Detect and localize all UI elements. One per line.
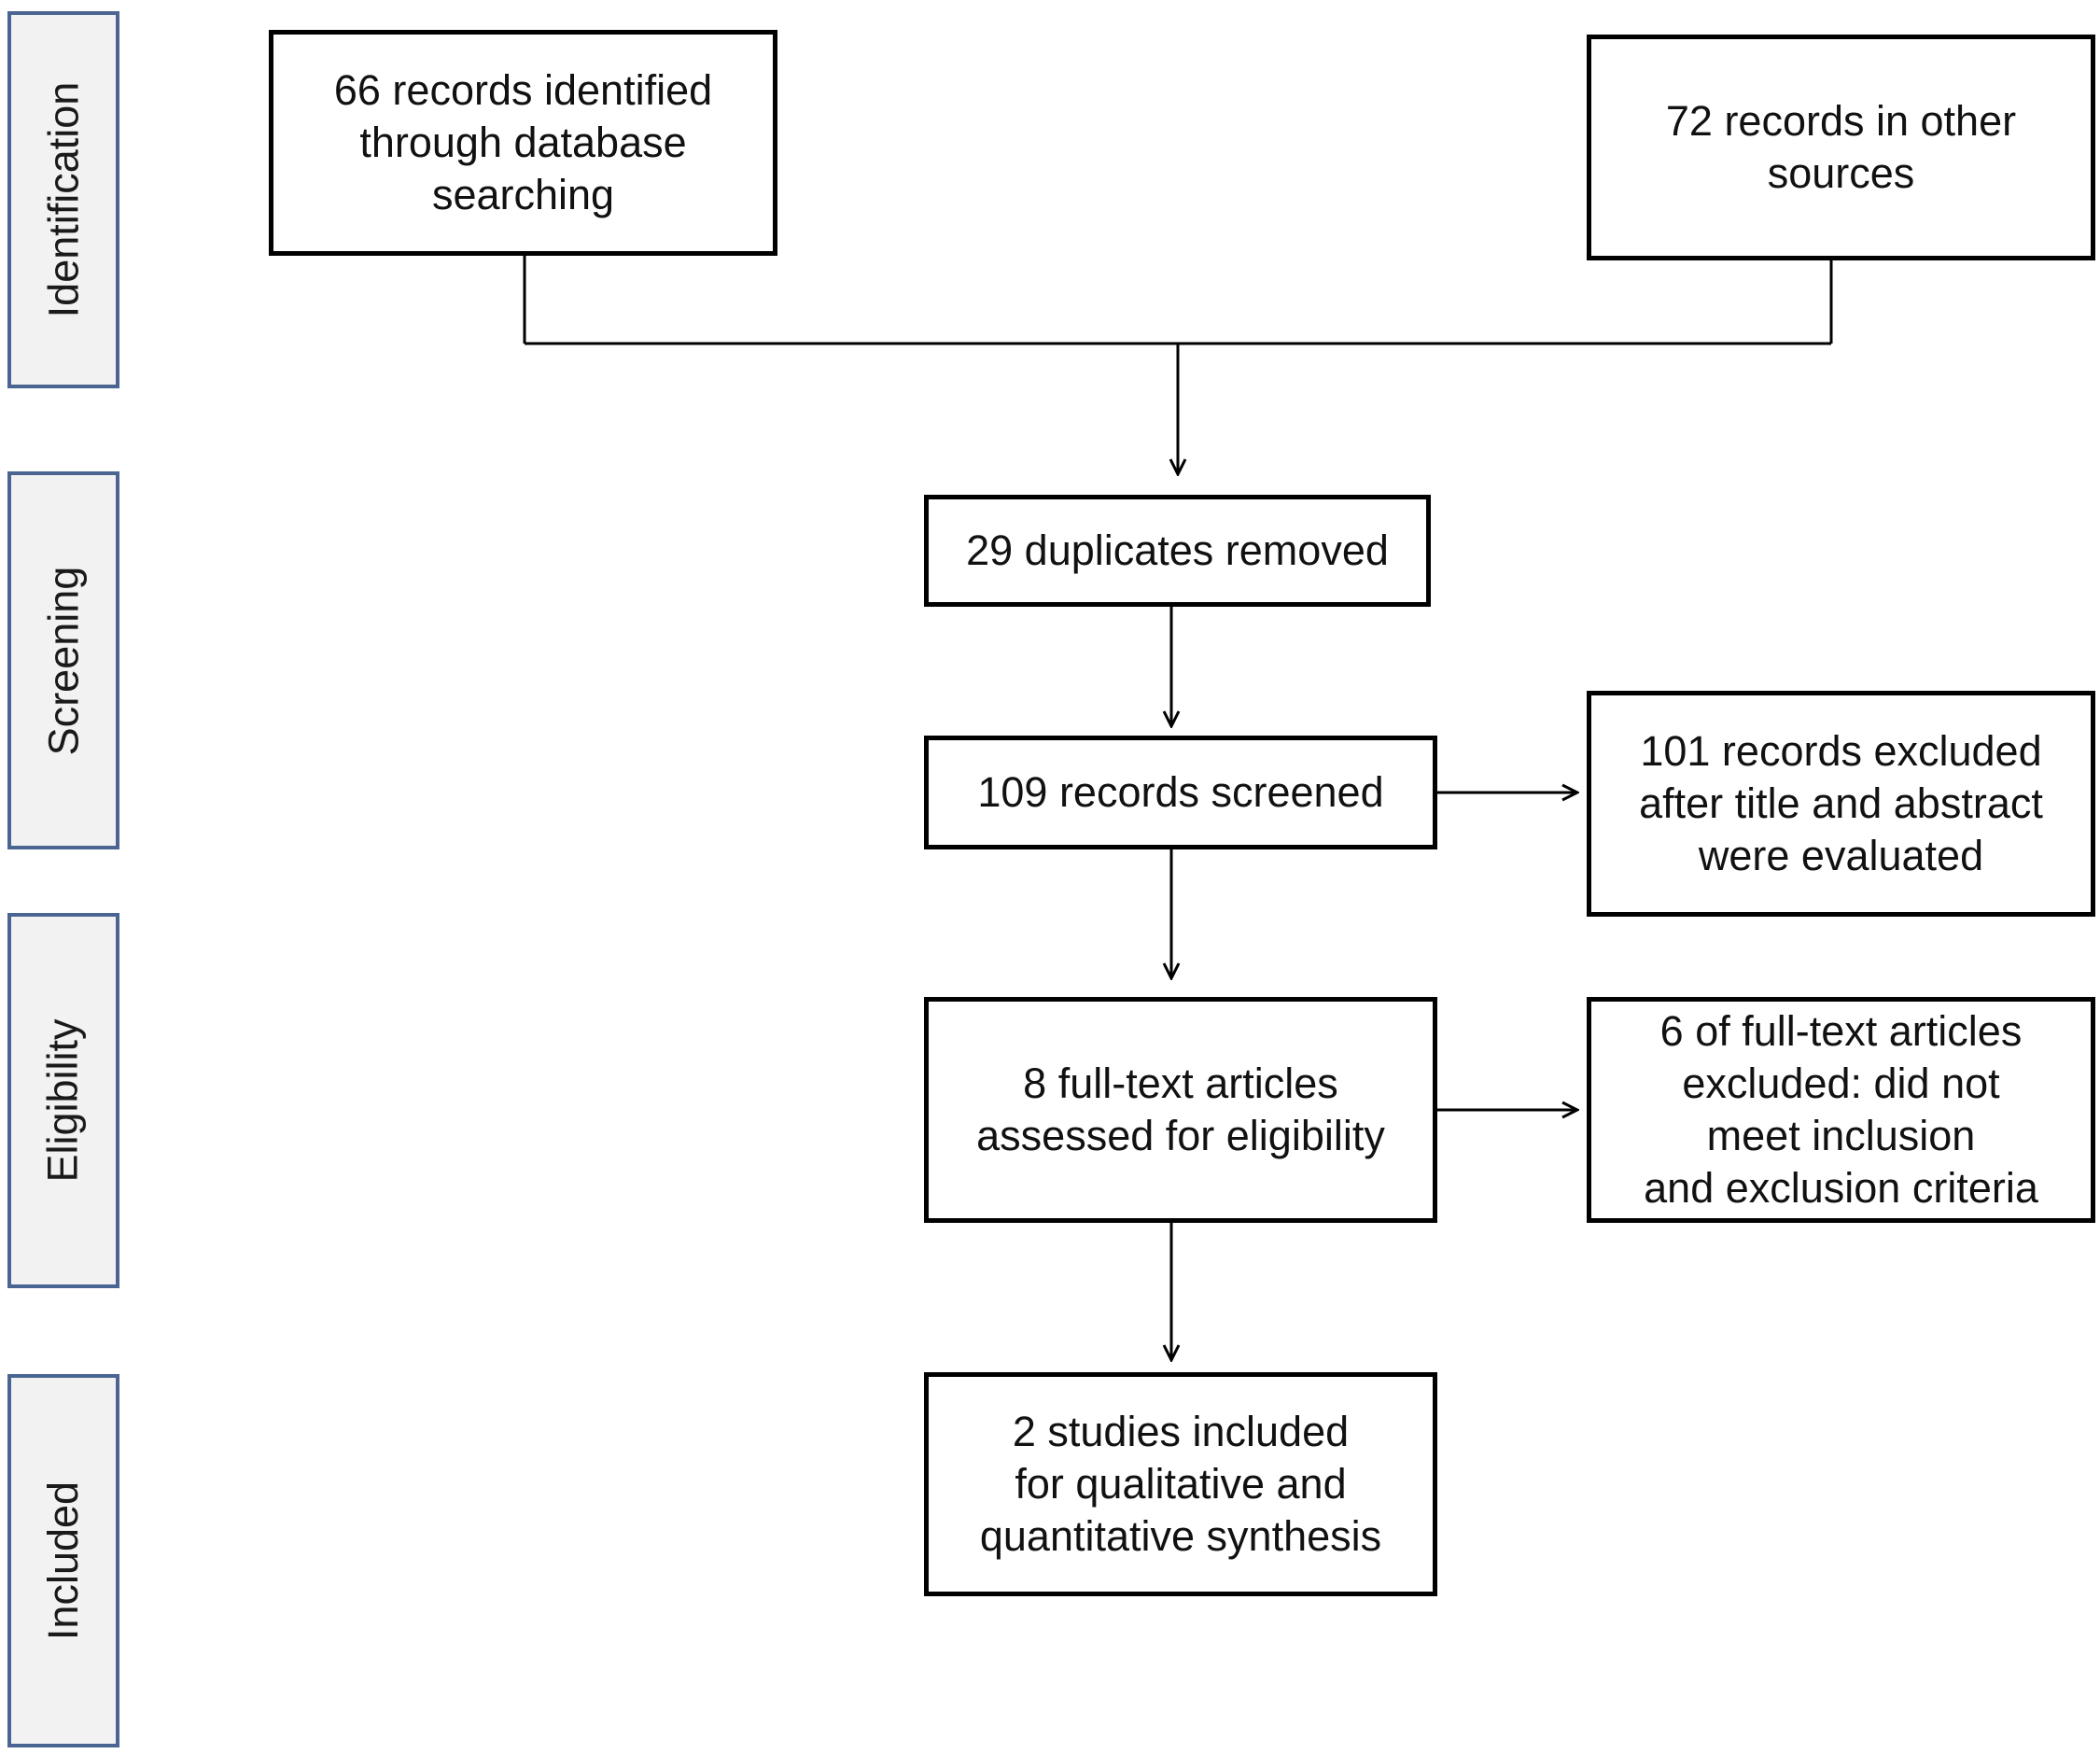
stage-identification-label: Identification — [39, 81, 88, 318]
box-database-records-text: 66 records identified through database s… — [333, 66, 713, 218]
box-duplicates-removed-text: 29 duplicates removed — [966, 526, 1389, 574]
stage-eligibility-label: Eligibility — [39, 1018, 87, 1183]
stage-screening-label: Screening — [39, 566, 88, 755]
box-records-excluded: 101 records excluded after title and abs… — [1587, 691, 2095, 917]
box-fulltext-excluded: 6 of full-text articles excluded: did no… — [1587, 997, 2095, 1223]
stage-screening: Screening — [7, 471, 119, 849]
box-studies-included-text: 2 studies included for qualitative and q… — [979, 1408, 1382, 1560]
box-records-screened-text: 109 records screened — [977, 768, 1384, 816]
box-other-sources-text: 72 records in other sources — [1665, 97, 2017, 197]
box-fulltext-assessed: 8 full-text articles assessed for eligib… — [924, 997, 1437, 1223]
box-duplicates-removed: 29 duplicates removed — [924, 495, 1431, 607]
box-records-screened: 109 records screened — [924, 736, 1437, 849]
stage-included-label: Included — [39, 1480, 88, 1641]
box-database-records: 66 records identified through database s… — [269, 30, 777, 256]
box-other-sources: 72 records in other sources — [1587, 35, 2095, 260]
box-fulltext-assessed-text: 8 full-text articles assessed for eligib… — [976, 1059, 1385, 1159]
stage-included: Included — [7, 1374, 119, 1747]
box-records-excluded-text: 101 records excluded after title and abs… — [1639, 727, 2043, 879]
stage-identification: Identification — [7, 11, 119, 388]
stage-eligibility: Eligibility — [7, 913, 119, 1288]
box-fulltext-excluded-text: 6 of full-text articles excluded: did no… — [1644, 1007, 2038, 1212]
box-studies-included: 2 studies included for qualitative and q… — [924, 1372, 1437, 1596]
